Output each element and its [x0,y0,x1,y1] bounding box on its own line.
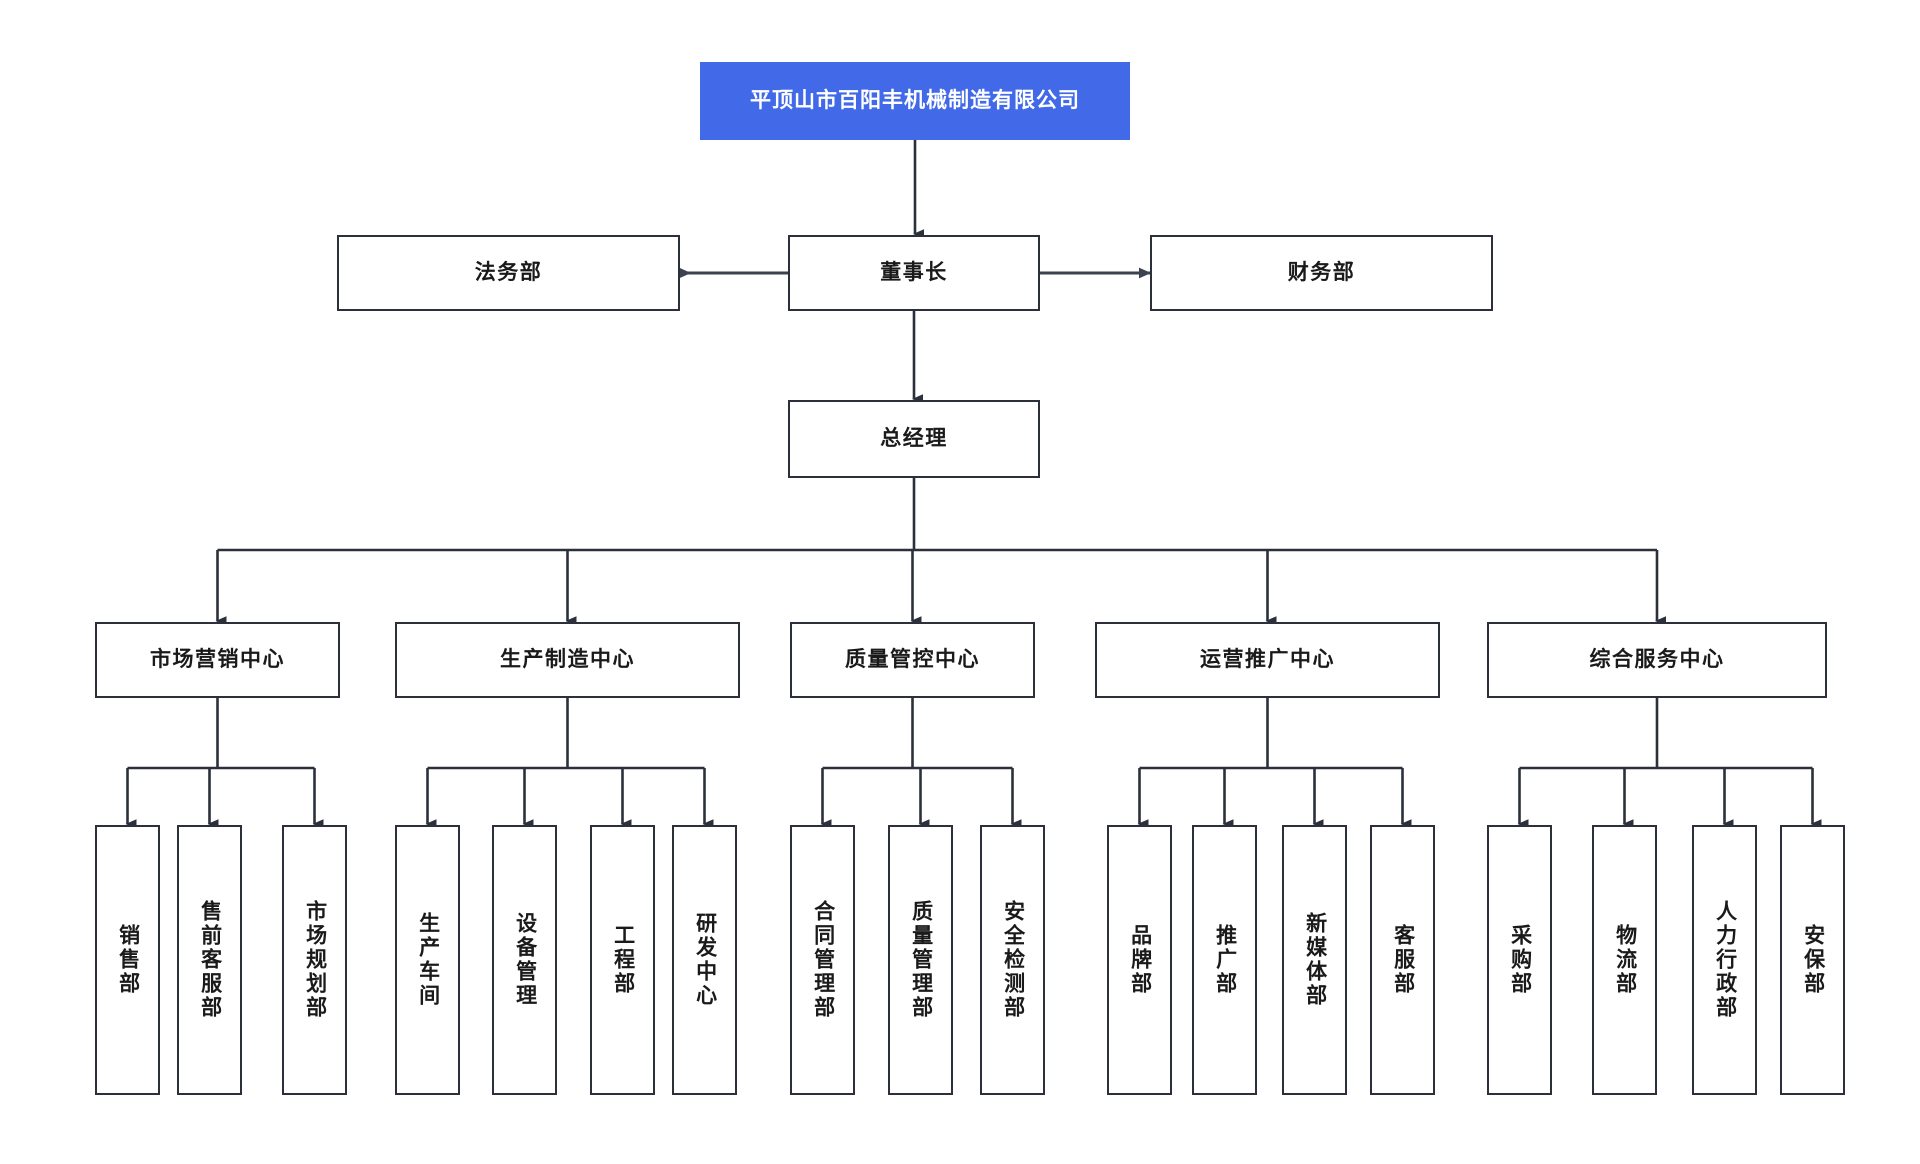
center-5-label: 综合服务中心 [1589,647,1725,671]
node-department-4-4[interactable]: 客服部 [1370,825,1435,1095]
node-department-4-3[interactable]: 新媒体部 [1282,825,1347,1095]
node-department-2-2[interactable]: 设备管理 [492,825,557,1095]
node-department-5-3[interactable]: 人力行政部 [1692,825,1757,1095]
department-2-1-label: 生产车间 [416,912,440,1008]
legal-department-label: 法务部 [474,260,543,284]
department-5-1-label: 采购部 [1508,924,1532,996]
center-4-label: 运营推广中心 [1200,647,1335,671]
node-department-3-3[interactable]: 安全检测部 [980,825,1045,1095]
department-3-2-label: 质量管理部 [909,900,933,1020]
department-3-3-label: 安全检测部 [1001,900,1025,1020]
department-5-3-label: 人力行政部 [1713,900,1737,1020]
department-4-3-label: 新媒体部 [1303,912,1327,1008]
node-chairman[interactable]: 董事长 [788,235,1040,311]
node-department-1-3[interactable]: 市场规划部 [282,825,347,1095]
node-root-company[interactable]: 平顶山市百阳丰机械制造有限公司 [700,62,1130,140]
department-5-4-label: 安保部 [1801,924,1825,996]
node-department-3-1[interactable]: 合同管理部 [790,825,855,1095]
department-5-2-label: 物流部 [1613,924,1637,996]
center-1-label: 市场营销中心 [150,647,285,671]
node-center-3[interactable]: 质量管控中心 [790,622,1035,698]
department-1-3-label: 市场规划部 [303,900,327,1020]
department-2-3-label: 工程部 [611,924,635,996]
node-department-1-1[interactable]: 销售部 [95,825,160,1095]
node-department-2-3[interactable]: 工程部 [590,825,655,1095]
center-2-label: 生产制造中心 [500,647,635,671]
node-department-5-4[interactable]: 安保部 [1780,825,1845,1095]
department-4-2-label: 推广部 [1213,924,1237,996]
finance-department-label: 财务部 [1287,260,1356,284]
node-general-manager[interactable]: 总经理 [788,400,1040,478]
node-center-5[interactable]: 综合服务中心 [1487,622,1827,698]
center-3-label: 质量管控中心 [845,647,980,671]
general-manager-label: 总经理 [880,426,948,450]
department-3-1-label: 合同管理部 [811,900,835,1020]
chairman-label: 董事长 [880,260,948,284]
department-4-4-label: 客服部 [1391,924,1415,996]
department-4-1-label: 品牌部 [1128,924,1152,996]
department-1-1-label: 销售部 [116,924,140,996]
node-department-4-2[interactable]: 推广部 [1192,825,1257,1095]
department-1-2-label: 售前客服部 [198,900,222,1020]
node-department-2-1[interactable]: 生产车间 [395,825,460,1095]
node-department-3-2[interactable]: 质量管理部 [888,825,953,1095]
department-2-4-label: 研发中心 [693,912,717,1008]
node-legal-department[interactable]: 法务部 [337,235,680,311]
node-department-1-2[interactable]: 售前客服部 [177,825,242,1095]
node-finance-department[interactable]: 财务部 [1150,235,1493,311]
node-department-2-4[interactable]: 研发中心 [672,825,737,1095]
node-department-4-1[interactable]: 品牌部 [1107,825,1172,1095]
root-company-label: 平顶山市百阳丰机械制造有限公司 [750,88,1080,112]
node-center-1[interactable]: 市场营销中心 [95,622,340,698]
department-2-2-label: 设备管理 [513,912,537,1008]
node-department-5-2[interactable]: 物流部 [1592,825,1657,1095]
node-department-5-1[interactable]: 采购部 [1487,825,1552,1095]
node-center-2[interactable]: 生产制造中心 [395,622,740,698]
node-center-4[interactable]: 运营推广中心 [1095,622,1440,698]
